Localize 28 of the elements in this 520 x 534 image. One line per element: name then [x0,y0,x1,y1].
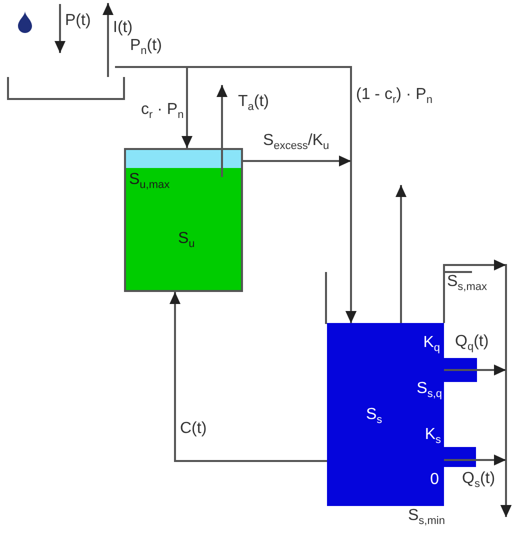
interception-bucket [7,77,125,100]
flow-label: Q$_{s}$(t) [462,470,496,488]
arrow [102,3,114,77]
flow-label: c$_{r}$ · P$_{n}$ [141,101,184,119]
arrow [170,292,327,462]
tank-label: S$_{s}$ [366,406,382,424]
tank-label: 0 [430,471,439,489]
storage-tank [124,148,243,292]
arrow [396,185,406,323]
arrow [444,454,512,517]
tank-label: S$_{s,q}$ [416,380,442,398]
tank-label: S$_{u}$ [178,230,195,248]
tank-label: S$_{u,max}$ [129,171,170,189]
arrow [54,4,66,53]
level-label: S$_{s,max}$ [447,273,488,291]
arrow [243,156,356,323]
flow-label: P$_{n}$(t) [130,37,162,55]
flow-label: S$_{excess}$/K$_{u}$ [263,132,330,150]
storage-tank [327,323,444,506]
flow-label: P(t) [65,12,91,30]
flow-label: C(t) [180,420,207,438]
flow-label: T$_{a}$(t) [238,93,270,111]
flow-label: I(t) [113,19,133,37]
flow-label: Q$_{q}$(t) [455,333,489,351]
tank-label: K$_{s}$ [424,426,441,444]
level-label: S$_{s,min}$ [408,507,445,525]
arrow [216,85,228,177]
tank-label: K$_{q}$ [423,334,440,352]
